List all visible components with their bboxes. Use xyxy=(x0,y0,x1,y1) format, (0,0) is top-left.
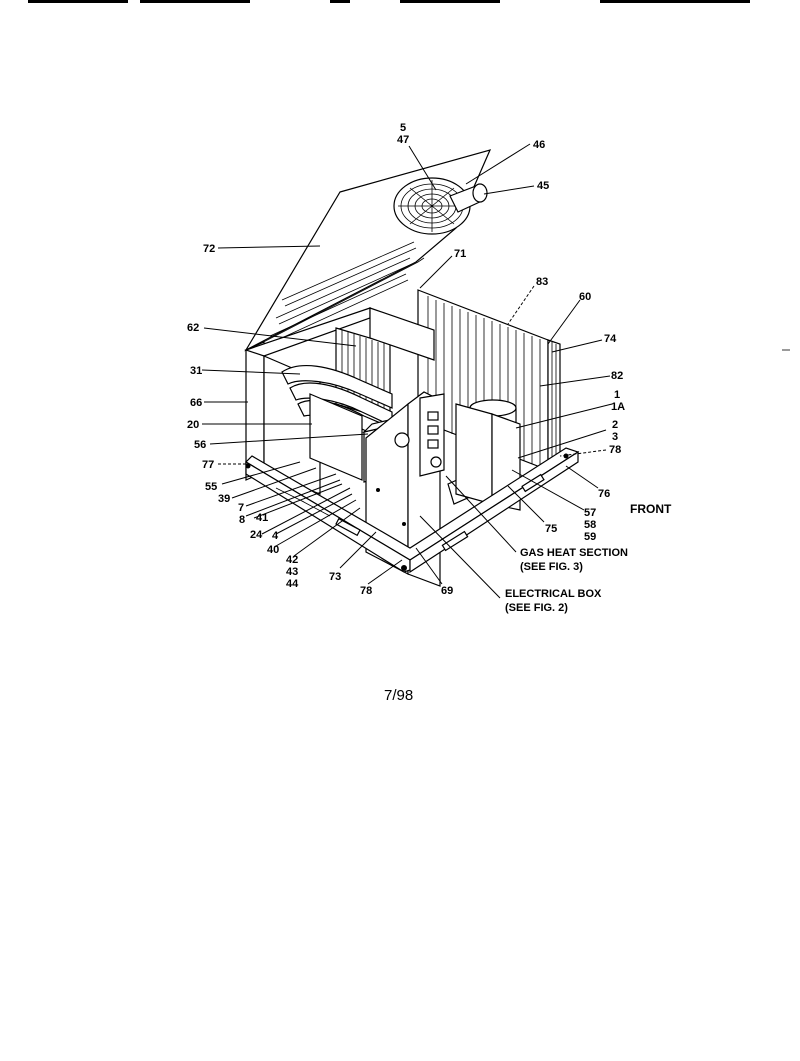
callout-74: 74 xyxy=(604,333,617,345)
gas-heat-ref: (SEE FIG. 3) xyxy=(520,561,583,573)
callout-72: 72 xyxy=(203,243,215,255)
header-strip xyxy=(28,0,750,3)
callout-40: 40 xyxy=(267,544,279,556)
revision-date: 7/98 xyxy=(384,687,413,704)
leader-lines xyxy=(201,143,613,599)
front-label: FRONT xyxy=(630,502,672,516)
callout-56: 56 xyxy=(194,439,206,451)
callout-60: 60 xyxy=(579,291,591,303)
callout-66: 66 xyxy=(190,397,202,409)
unit-drawing xyxy=(244,149,580,587)
callout-7: 7 xyxy=(238,502,244,514)
callout-24: 24 xyxy=(250,529,263,541)
callout-5: 5 xyxy=(400,122,406,134)
callout-78-bottom: 78 xyxy=(360,585,372,597)
callout-44: 44 xyxy=(286,578,299,590)
callout-55: 55 xyxy=(205,481,217,493)
electrical-box-note: ELECTRICAL BOX xyxy=(505,588,602,600)
callout-78-right: 78 xyxy=(609,444,621,456)
callout-1A: 1A xyxy=(611,401,625,413)
callout-57: 57 xyxy=(584,507,596,519)
callout-59: 59 xyxy=(584,531,596,543)
callout-75: 75 xyxy=(545,523,557,535)
callout-42: 42 xyxy=(286,554,298,566)
callout-58: 58 xyxy=(584,519,596,531)
callout-62: 62 xyxy=(187,322,199,334)
callout-20: 20 xyxy=(187,419,199,431)
callout-31: 31 xyxy=(190,365,202,377)
section-notes: GAS HEAT SECTION (SEE FIG. 3) ELECTRICAL… xyxy=(505,502,672,614)
callout-83: 83 xyxy=(536,276,548,288)
callout-45: 45 xyxy=(537,180,549,192)
callout-3: 3 xyxy=(612,431,618,443)
callout-77: 77 xyxy=(202,459,214,471)
electrical-box-ref: (SEE FIG. 2) xyxy=(505,602,568,614)
divider-panel xyxy=(309,393,363,481)
fan-assembly xyxy=(393,177,488,235)
callout-2: 2 xyxy=(612,419,618,431)
callout-41: 41 xyxy=(256,512,268,524)
callout-39: 39 xyxy=(218,493,230,505)
callout-4: 4 xyxy=(272,530,279,542)
callout-73: 73 xyxy=(329,571,341,583)
callout-69: 69 xyxy=(441,585,453,597)
callout-82: 82 xyxy=(611,370,623,382)
callout-47: 47 xyxy=(397,134,409,146)
callout-8: 8 xyxy=(239,514,245,526)
callout-46: 46 xyxy=(533,139,545,151)
callout-76: 76 xyxy=(598,488,610,500)
callout-labels: 5 47 46 45 72 71 83 60 62 74 31 82 66 1 … xyxy=(187,122,625,597)
callout-43: 43 xyxy=(286,566,298,578)
callout-1: 1 xyxy=(614,389,620,401)
gas-heat-note: GAS HEAT SECTION xyxy=(520,547,628,559)
callout-71: 71 xyxy=(454,248,466,260)
